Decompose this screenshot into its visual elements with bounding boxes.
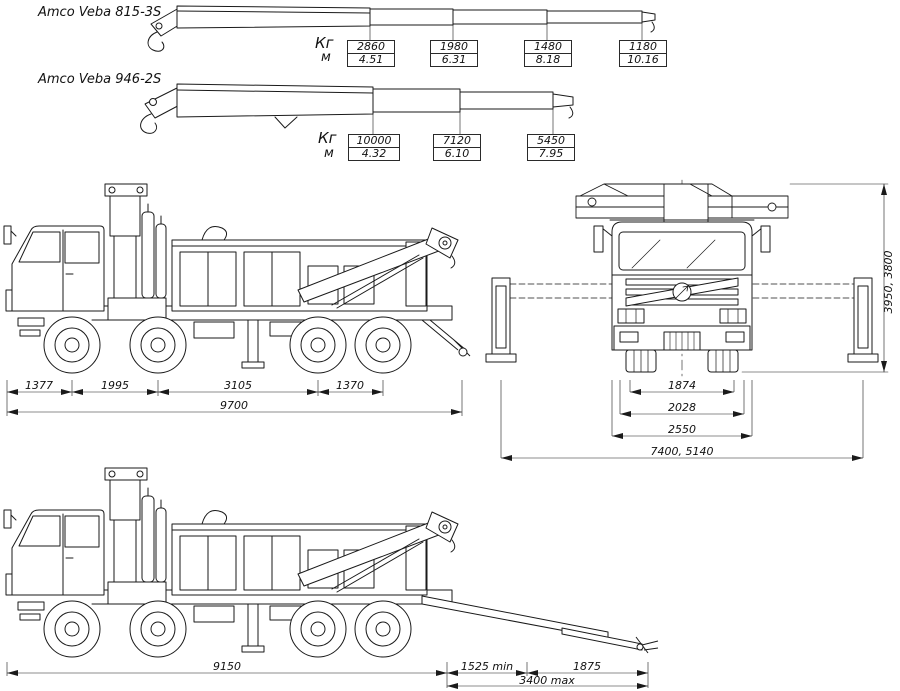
truck-underlift-view	[3, 467, 659, 658]
crane-946-name: Amco Veba 946-2S	[38, 72, 162, 87]
outriggers	[485, 277, 879, 363]
dim-body-width: 2028	[668, 401, 696, 414]
crane-folded-roof	[575, 183, 789, 223]
crane-946-reach-unit: м	[324, 146, 334, 161]
crane-hook	[140, 113, 158, 134]
load-point-815-2: 1980 6.31	[430, 40, 478, 67]
dim-underlift-min: 1525 min	[461, 660, 513, 673]
reach-m: 10.16	[627, 53, 659, 66]
reach-m: 8.18	[535, 53, 561, 66]
crane-946-drawing	[140, 83, 574, 135]
load-kg: 7120	[434, 135, 480, 148]
windshield	[618, 231, 746, 271]
load-point-815-1: 2860 4.51	[347, 40, 395, 67]
reach-m: 7.95	[538, 147, 564, 160]
underlift-dimensions: 9150 1525 min 1875 3400 max	[6, 660, 649, 689]
wipers	[631, 239, 716, 269]
headlight-right	[719, 308, 747, 324]
side-view-dimensions: 1377 1995 3105 1370 9700	[6, 379, 463, 416]
height-dimension	[741, 183, 889, 373]
load-kg: 10000	[349, 135, 399, 148]
dim-overall-length: 9700	[220, 399, 248, 412]
dim-underlift-stroke: 1875	[573, 660, 601, 673]
load-kg: 1980	[431, 41, 477, 54]
dim-track: 1874	[668, 379, 696, 392]
crane-815-reach-unit: м	[321, 50, 331, 65]
reach-m: 4.32	[361, 147, 387, 160]
crane-815-drawing	[147, 5, 656, 52]
dim-outrigger-spread: 7400, 5140	[651, 445, 714, 458]
load-point-946-2: 7120 6.10	[433, 134, 481, 161]
leader-lines	[369, 21, 643, 41]
mirror-left	[593, 225, 604, 253]
dim-axle-3-4: 1370	[336, 379, 364, 392]
load-point-946-3: 5450 7.95	[527, 134, 575, 161]
load-kg: 5450	[528, 135, 574, 148]
dim-axle-1-2: 1995	[101, 379, 129, 392]
dim-overall-height: 3950, 3800	[882, 251, 895, 314]
dim-front-overhang: 1377	[25, 379, 53, 392]
mirror-right	[760, 225, 771, 253]
underlift-extended	[421, 595, 659, 654]
load-kg: 1180	[620, 41, 666, 54]
cab-front	[593, 221, 771, 351]
crane-815-name: Amco Veba 815-3S	[38, 5, 162, 20]
truck-front-view: 3950, 3800	[485, 179, 895, 377]
headlight-left	[617, 308, 645, 324]
dim-body-length: 9150	[213, 660, 241, 673]
leader-lines	[372, 106, 554, 135]
front-view-dimensions: 1874 2028 2550 7400, 5140	[500, 379, 864, 461]
outrigger-pad-right	[847, 353, 879, 363]
crane-hook	[147, 31, 165, 52]
truck-side-view	[3, 183, 471, 374]
crane-815-load-unit: Кг	[315, 34, 334, 52]
reach-m: 6.31	[441, 53, 467, 66]
load-point-946-1: 10000 4.32	[348, 134, 400, 161]
dim-overall-width: 2550	[668, 423, 696, 436]
load-point-815-4: 1180 10.16	[619, 40, 667, 67]
load-kg: 1480	[525, 41, 571, 54]
reach-m: 6.10	[444, 147, 470, 160]
underlift-stowed	[421, 319, 471, 357]
wheels-front	[625, 349, 739, 373]
load-kg: 2860	[348, 41, 394, 54]
dim-underlift-max: 3400 max	[519, 674, 575, 687]
crane-946-load-unit: Кг	[318, 129, 337, 147]
load-point-815-3: 1480 8.18	[524, 40, 572, 67]
reach-m: 4.51	[358, 53, 384, 66]
dim-axle-2-3: 3105	[224, 379, 252, 392]
outrigger-pad-left	[485, 353, 517, 363]
